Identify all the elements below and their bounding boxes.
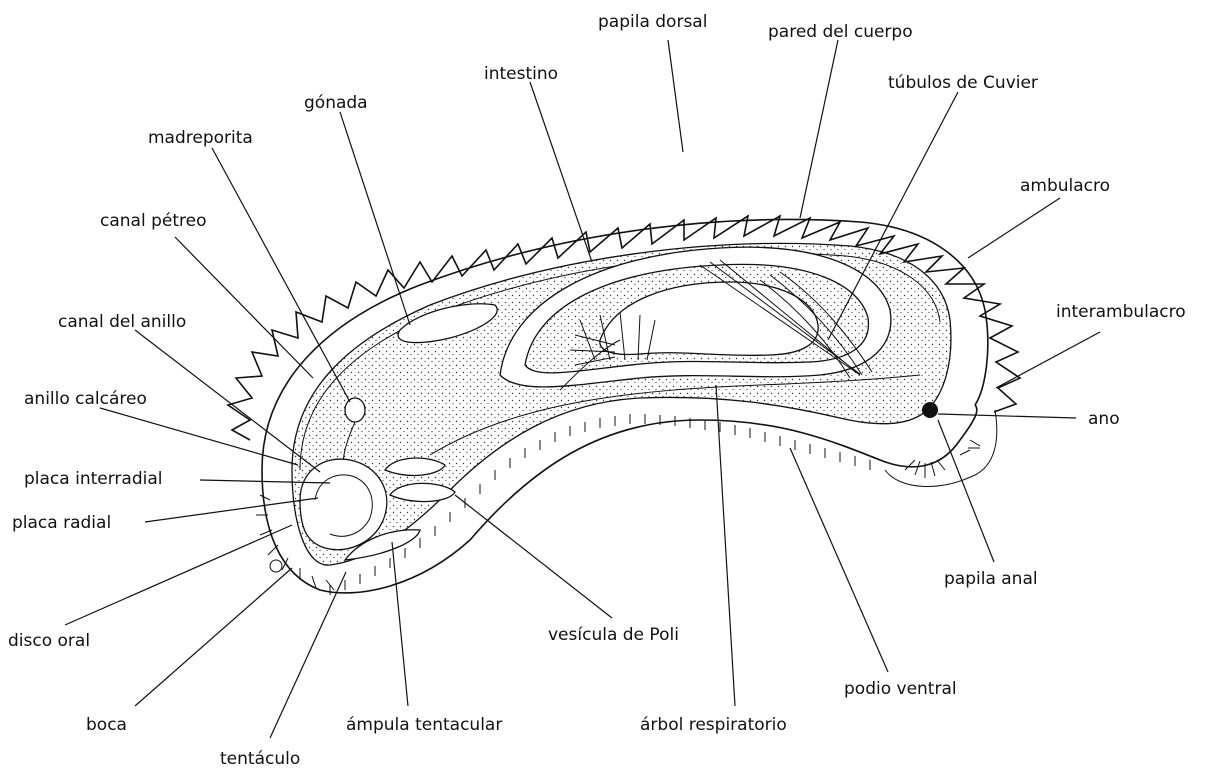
label-intestino: intestino (484, 64, 558, 84)
label-interambulacro: interambulacro (1056, 302, 1186, 322)
label-placa-interradial: placa interradial (24, 469, 162, 489)
label-placa-radial: placa radial (12, 513, 111, 533)
label-ampula-tentacular: ámpula tentacular (346, 715, 502, 735)
label-disco-oral: disco oral (8, 631, 90, 651)
label-madreporita: madreporita (148, 128, 253, 148)
label-canal-del-anillo: canal del anillo (58, 312, 186, 332)
label-papila-anal: papila anal (944, 569, 1038, 589)
label-tubulos-de-cuvier: túbulos de Cuvier (888, 73, 1038, 93)
madreporite (345, 398, 365, 422)
label-arbol-respiratorio: árbol respiratorio (640, 715, 787, 735)
anus (922, 402, 938, 418)
label-podio-ventral: podio ventral (844, 679, 957, 699)
label-vesicula-de-poli: vesícula de Poli (548, 625, 679, 645)
label-pared-del-cuerpo: pared del cuerpo (768, 22, 913, 42)
label-boca: boca (86, 715, 127, 735)
label-papila-dorsal: papila dorsal (598, 12, 707, 32)
label-anillo-calcareo: anillo calcáreo (24, 389, 147, 409)
anal-papillae (905, 440, 980, 478)
label-canal-petreo: canal pétreo (100, 211, 206, 231)
label-tentaculo: tentáculo (220, 749, 300, 769)
label-ano: ano (1088, 409, 1120, 429)
label-ambulacro: ambulacro (1020, 176, 1110, 196)
label-gonada: gónada (304, 93, 368, 113)
oral-disc-tentacle-tip (270, 560, 282, 572)
body-illustration (228, 216, 1020, 595)
